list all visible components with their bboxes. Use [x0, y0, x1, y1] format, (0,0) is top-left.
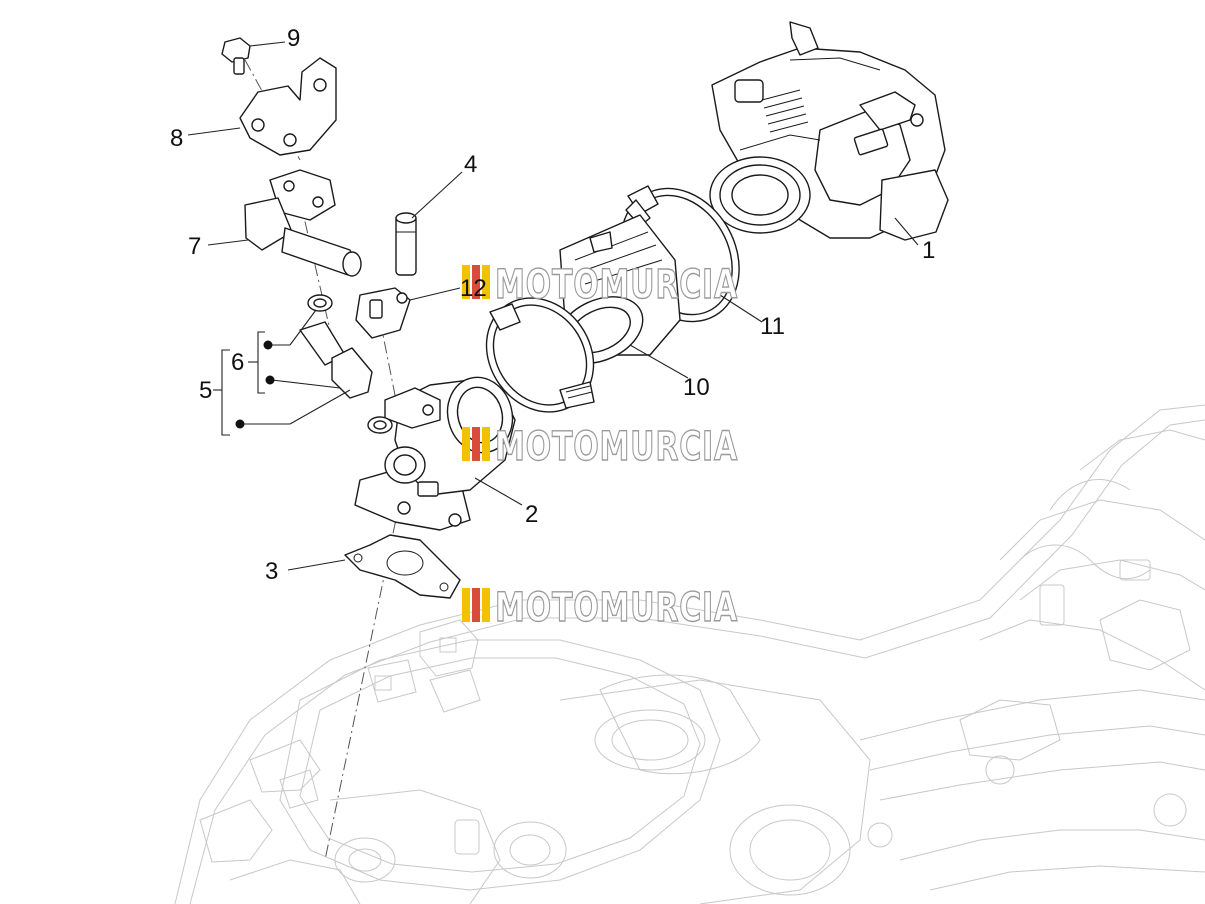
callout-8: 8: [170, 125, 183, 152]
sensor-part-6: [299, 294, 393, 434]
watermark-flag-stripe: [482, 588, 490, 622]
intake-sleeve-part-10: [556, 214, 681, 364]
bullet-dot: [235, 419, 245, 429]
callout-12: 12: [460, 275, 487, 302]
clamp-part-lower: [485, 297, 595, 413]
watermark-flag-stripe: [462, 588, 470, 622]
watermark-text: MOTOMURCIA: [495, 585, 738, 631]
callout-2: 2: [525, 501, 538, 528]
watermark-flag-stripe: [472, 588, 480, 622]
callout-10: 10: [683, 374, 710, 401]
bullet-dot: [263, 340, 273, 350]
callout-labels: 1 2 3 4 5 6 7 8 9 10 11 12: [170, 25, 935, 585]
bullet-dot: [265, 375, 275, 385]
callout-3: 3: [265, 558, 278, 585]
watermark-text: MOTOMURCIA: [495, 424, 738, 470]
watermark-flag-stripe: [462, 427, 470, 461]
watermark-flag-stripe: [482, 427, 490, 461]
callout-6: 6: [231, 349, 244, 376]
watermark-flag-stripe: [482, 265, 490, 299]
callout-1: 1: [922, 237, 935, 264]
callout-7: 7: [188, 233, 201, 260]
watermark-flag-stripe: [462, 265, 470, 299]
bracket-part-8: [239, 57, 337, 156]
throttle-body-part-1: [709, 21, 949, 241]
gasket-part-3: [344, 534, 461, 599]
engine-background: [174, 404, 1205, 904]
watermark-flag-stripe: [472, 265, 480, 299]
watermark-bottom: MOTOMURCIA: [462, 584, 738, 632]
leader-lines: [187, 41, 919, 571]
clip-part-12: [355, 287, 411, 339]
callout-9: 9: [287, 25, 300, 52]
bolt-part-9: [221, 37, 251, 75]
watermark-middle: MOTOMURCIA: [462, 423, 738, 471]
callout-11: 11: [760, 313, 785, 340]
watermark-text: MOTOMURCIA: [495, 262, 738, 308]
callout-4: 4: [464, 151, 477, 178]
sensor-part-7: [244, 169, 362, 277]
watermark-top: MOTOMURCIA: [462, 261, 738, 309]
callout-5: 5: [199, 377, 212, 404]
watermark-flag-stripe: [472, 427, 480, 461]
screw-part-4: [395, 212, 417, 276]
